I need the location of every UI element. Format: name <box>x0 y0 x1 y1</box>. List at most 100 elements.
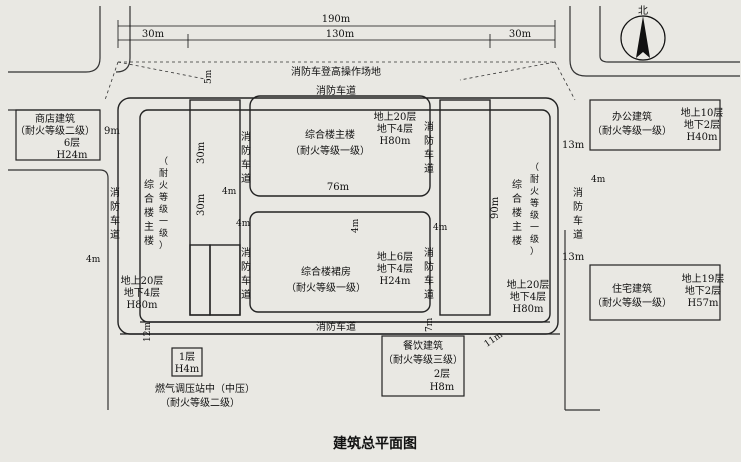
main-tower-top <box>249 95 431 197</box>
dim-road-gap-right: 4m <box>433 223 448 233</box>
svg-text:消: 消 <box>424 246 434 259</box>
svg-text:）: ） <box>530 246 539 257</box>
svg-text:火: 火 <box>530 186 539 197</box>
shop-name: 商店建筑 <box>35 112 75 125</box>
shop-height: H24m <box>57 150 88 161</box>
office-building <box>589 99 721 151</box>
svg-text:消: 消 <box>424 120 434 133</box>
podium-floors-1: 地上6层 <box>377 250 413 263</box>
svg-text:消: 消 <box>241 130 251 143</box>
podium-floors-2: 地下4层 <box>377 262 413 275</box>
svg-text:防: 防 <box>110 200 120 213</box>
dim-road-gap-right-small: 4m <box>591 175 606 185</box>
svg-text:车: 车 <box>424 274 434 287</box>
complex-main-floors-2: 地下4层 <box>377 122 413 135</box>
fire-operation-area <box>104 61 576 101</box>
catering-building <box>381 335 465 397</box>
dim-total: 190m <box>322 14 351 25</box>
gas-station-height: H4m <box>175 364 200 375</box>
svg-text:综: 综 <box>144 178 154 191</box>
residential-rating: （耐火等级一级） <box>592 296 672 309</box>
dim-road-gap-mid: 4m <box>236 219 251 229</box>
svg-text:（: （ <box>159 156 168 167</box>
office-basement: 地下2层 <box>684 118 720 131</box>
catering-floors: 2层 <box>434 368 450 380</box>
catering-height: H8m <box>430 382 455 393</box>
svg-text:主: 主 <box>512 221 522 233</box>
dim-bottom-mid: 7m <box>425 317 435 332</box>
complex-right-floors-1: 地上20层 <box>507 278 550 291</box>
shop-floors: 6层 <box>64 137 80 149</box>
svg-text:道: 道 <box>424 288 434 301</box>
dim-tower-width: 76m <box>327 182 350 193</box>
svg-text:耐: 耐 <box>159 167 168 179</box>
svg-text:车: 车 <box>424 148 434 161</box>
svg-text:防: 防 <box>241 144 251 157</box>
svg-text:楼: 楼 <box>144 234 154 247</box>
svg-text:楼: 楼 <box>512 234 522 247</box>
svg-text:楼: 楼 <box>144 206 154 219</box>
office-height: H40m <box>687 132 718 143</box>
catering-name: 餐饮建筑 <box>403 339 443 352</box>
shop-rating: （耐火等级二级） <box>15 124 95 137</box>
svg-text:消: 消 <box>110 186 120 199</box>
svg-text:防: 防 <box>573 200 583 213</box>
dim-right-setback: 30m <box>509 29 532 40</box>
left-annex <box>189 244 241 316</box>
svg-text:（: （ <box>530 162 539 173</box>
dimension-top <box>117 20 556 48</box>
main-tower-right <box>439 99 491 316</box>
north-label: 北 <box>638 5 648 17</box>
catering-rating: （耐火等级三级） <box>383 353 463 366</box>
office-floors: 地上10层 <box>681 106 724 119</box>
complex-main-floors-1: 地上20层 <box>374 110 417 123</box>
svg-text:防: 防 <box>241 260 251 273</box>
gas-station-floors: 1层 <box>179 351 195 363</box>
svg-text:道: 道 <box>110 228 120 241</box>
fire-road-bottom-label: 消防车道 <box>316 320 356 333</box>
svg-text:耐: 耐 <box>530 173 539 185</box>
dim-podium-left-lower: 30m <box>196 193 207 216</box>
svg-text:消: 消 <box>573 186 583 199</box>
residential-basement: 地下2层 <box>685 284 721 297</box>
office-name: 办公建筑 <box>612 110 652 123</box>
fire-road-right-vertical: 消 防 车 道 <box>573 186 583 241</box>
svg-text:楼: 楼 <box>512 206 522 219</box>
complex-left-floors-1: 地上20层 <box>121 274 164 287</box>
gas-station-rating: （耐火等级二级） <box>160 396 240 409</box>
complex-right-rating: （ 耐 火 等 级 一 级 ） <box>530 162 539 257</box>
podium-rating: （耐火等级一级） <box>286 281 366 294</box>
svg-text:级: 级 <box>530 233 539 245</box>
fire-road-tower-right-vertical: 消 防 车 道 <box>424 120 434 175</box>
dim-right-gap-lower: 13m <box>562 252 585 263</box>
dim-right-depth: 90m <box>490 196 501 219</box>
fire-road-top-label: 消防车道 <box>316 84 356 97</box>
complex-left-floors-3: H80m <box>127 300 158 311</box>
complex-main-rating: （耐火等级一级） <box>290 144 370 157</box>
complex-main-floors-3: H80m <box>380 136 411 147</box>
svg-text:级: 级 <box>159 203 168 215</box>
dim-road-gap-center: 4m <box>351 218 361 233</box>
dim-left-setback: 30m <box>142 29 165 40</box>
podium <box>249 211 431 313</box>
svg-text:车: 车 <box>241 158 251 171</box>
svg-text:等: 等 <box>530 197 539 209</box>
residential-height: H57m <box>688 298 719 309</box>
dim-fire-lane-top: 5m <box>204 69 214 84</box>
svg-text:级: 级 <box>159 227 168 239</box>
fire-road-tower-left-vertical: 消 防 车 道 <box>241 130 251 185</box>
svg-text:合: 合 <box>144 192 154 205</box>
dim-bottom-right: 11m <box>483 330 505 350</box>
svg-text:道: 道 <box>424 162 434 175</box>
fire-road-left-vertical: 消 防 车 道 <box>110 186 120 241</box>
svg-text:一: 一 <box>530 223 539 233</box>
dim-left-gap: 9m <box>104 126 120 137</box>
complex-right-floors-3: H80m <box>513 304 544 315</box>
svg-text:火: 火 <box>159 180 168 191</box>
svg-text:主: 主 <box>144 221 154 233</box>
fire-operation-area-label: 消防车登高操作场地 <box>291 65 381 78</box>
dim-right-gap: 13m <box>562 140 585 151</box>
svg-text:消: 消 <box>241 246 251 259</box>
dim-middle: 130m <box>326 29 355 40</box>
